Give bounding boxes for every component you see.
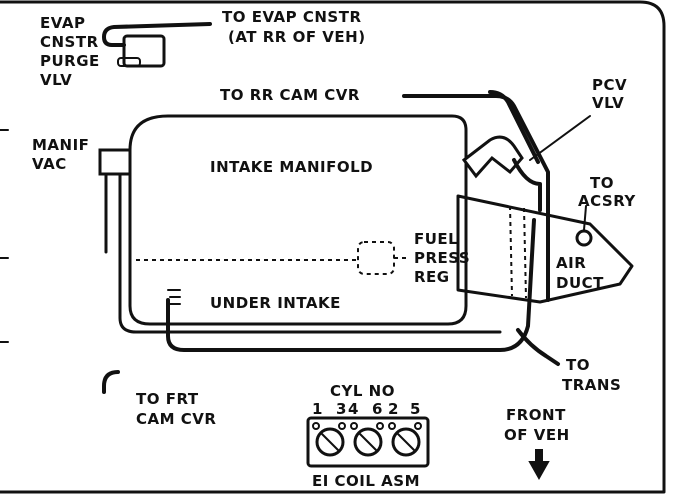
label-to-trans-2: TRANS [562, 376, 621, 394]
label-air: AIR [556, 254, 586, 272]
label-vlv: VLV [592, 94, 624, 112]
fuel-pressure-regulator [357, 241, 395, 275]
label-evap-4: VLV [40, 71, 72, 89]
label-to-frt: TO FRT [136, 390, 199, 408]
label-pcv: PCV [592, 76, 627, 94]
label-evap-3: PURGE [40, 52, 100, 70]
label-duct: DUCT [556, 274, 604, 292]
evap-purge-valve-port [117, 57, 141, 67]
label-vac: VAC [32, 155, 67, 173]
label-manif: MANIF [32, 136, 89, 154]
cyl-number-3: 3 [336, 400, 347, 418]
cyl-number-2: 2 [388, 400, 399, 418]
hose-rr-cam-cover-inner [488, 90, 540, 164]
front-arrow-icon [528, 449, 550, 481]
label-under-intake: UNDER INTAKE [210, 294, 341, 312]
coil-terminals [312, 422, 422, 457]
hose-frt-cam-cover [102, 370, 120, 394]
acsry-leader [583, 205, 587, 231]
under-intake-fitting [167, 289, 181, 305]
manif-vac-fitting [98, 148, 132, 176]
intake-manifold [128, 114, 468, 326]
label-of-veh: OF VEH [504, 426, 570, 444]
evap-purge-valve [122, 34, 166, 68]
label-evap-1: EVAP [40, 14, 85, 32]
label-intake-manifold: INTAKE MANIFOLD [210, 158, 373, 176]
label-to-trans-1: TO [566, 356, 590, 374]
acsry-port [575, 229, 593, 247]
air-duct [456, 194, 634, 304]
air-duct-band-2 [523, 207, 527, 299]
hose-to-trans [516, 328, 560, 366]
label-to-acsry-2: ACSRY [578, 192, 636, 210]
pcv-hose [512, 158, 542, 212]
hose-manif-vac [104, 172, 502, 334]
hose-evap-canister [102, 22, 212, 47]
label-reg: REG [414, 268, 450, 286]
label-press: PRESS [414, 249, 470, 267]
diagram-frame [0, 0, 666, 494]
label-evap-2: CNSTR [40, 33, 99, 51]
label-to-evap-cnstr: TO EVAP CNSTR [222, 8, 362, 26]
label-to-acsry-1: TO [590, 174, 614, 192]
label-ei-coil-asm: EI COIL ASM [312, 472, 420, 490]
cyl-number-6: 6 [372, 400, 383, 418]
pcv-valve [461, 135, 524, 179]
label-cam-cvr: CAM CVR [136, 410, 216, 428]
label-to-rr-cam-cvr: TO RR CAM CVR [220, 86, 360, 104]
cyl-number-4: 4 [348, 400, 359, 418]
label-cyl-no: CYL NO [330, 382, 395, 400]
label-at-rr-of-veh: (AT RR OF VEH) [228, 28, 366, 46]
air-duct-band-1 [509, 205, 513, 297]
cyl-number-5: 5 [410, 400, 421, 418]
pcv-leader [529, 115, 591, 161]
label-front: FRONT [506, 406, 566, 424]
label-fuel: FUEL [414, 230, 458, 248]
cyl-number-1: 1 [312, 400, 323, 418]
